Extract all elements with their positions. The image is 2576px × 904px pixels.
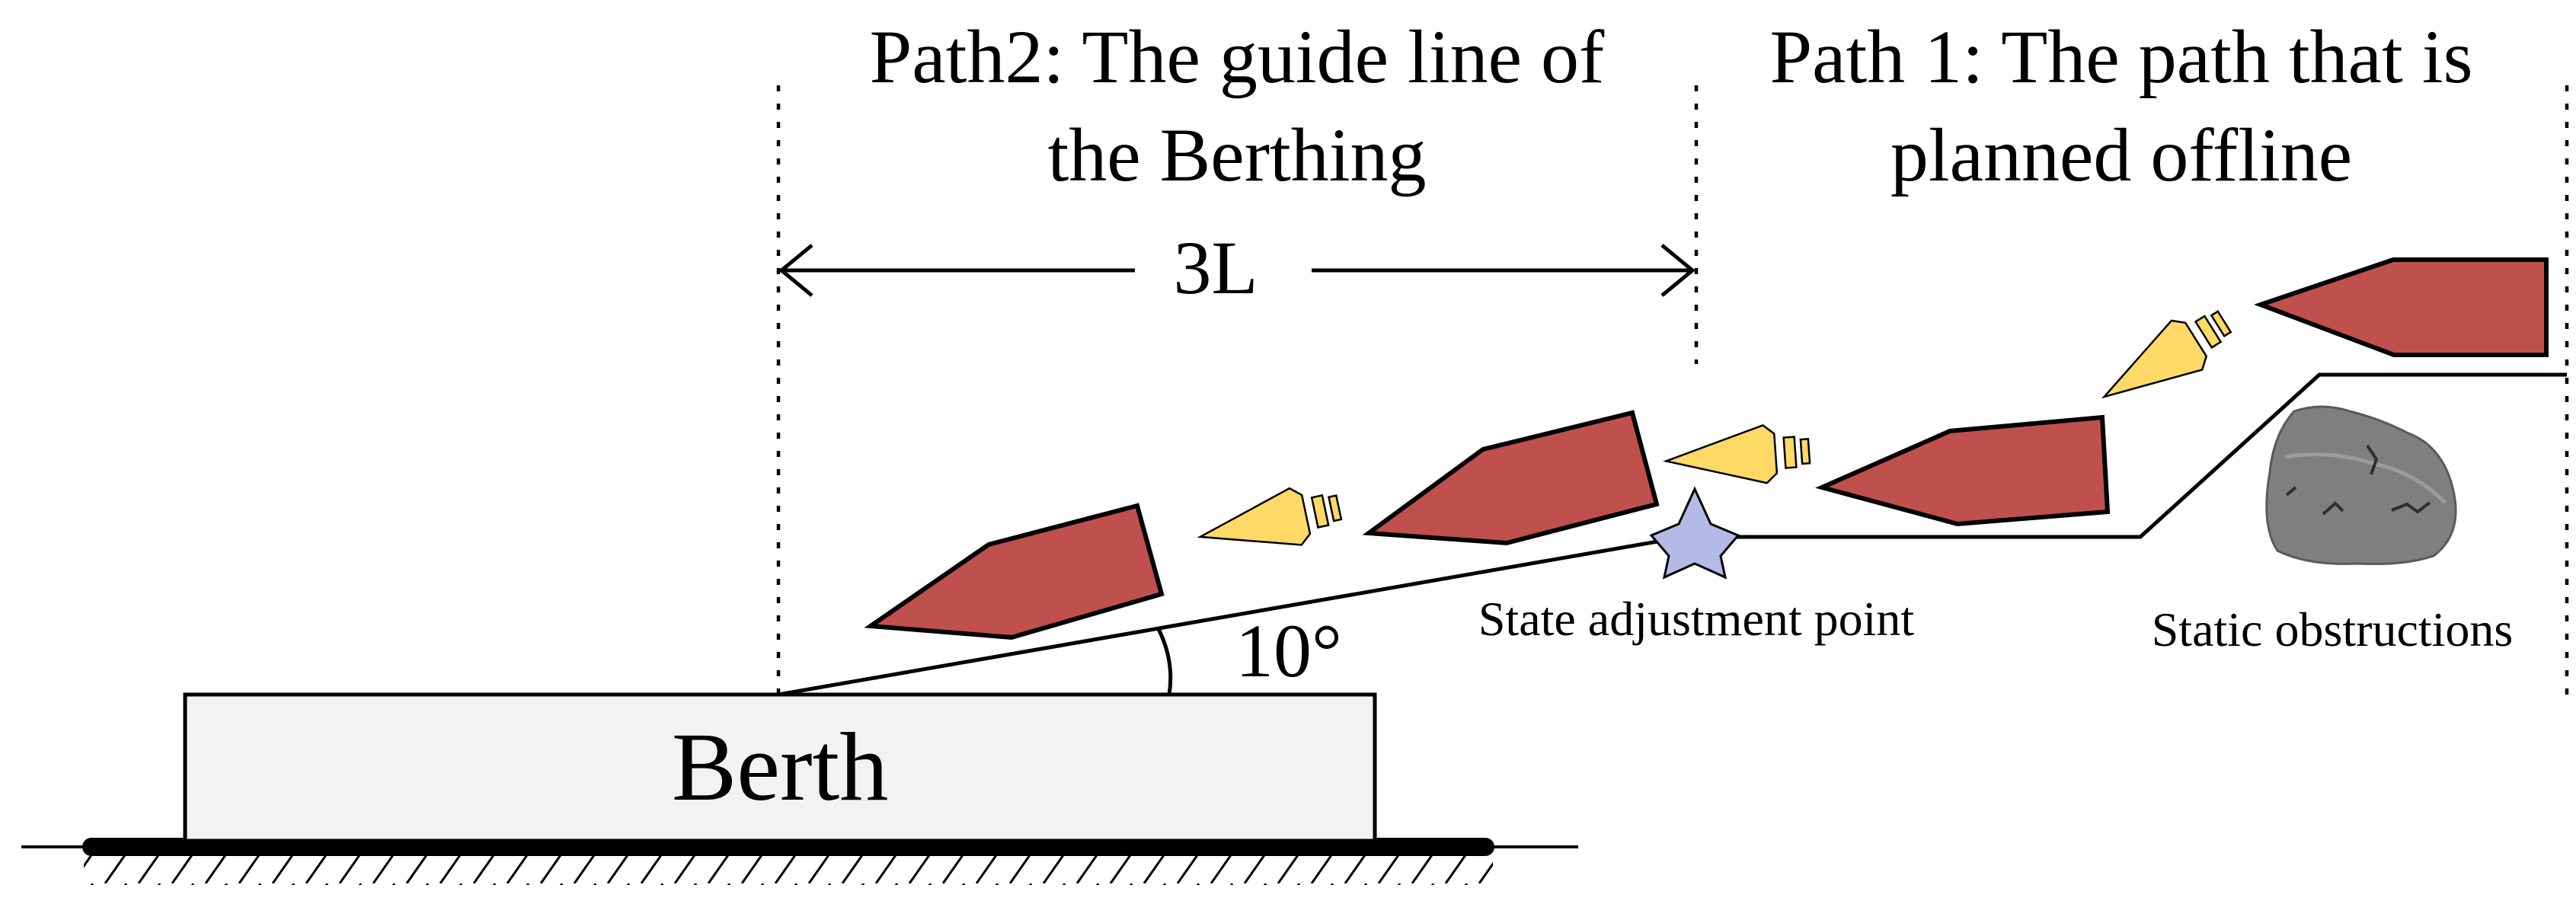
angle-marker: 10° — [1156, 609, 1342, 695]
arrow-left-icon — [2101, 310, 2232, 399]
ship-3 — [1815, 414, 2111, 527]
ship-2 — [1362, 410, 1660, 546]
path1-heading: Path 1: The path that is planned offline — [1769, 14, 2472, 197]
distance-marker: 3L — [778, 225, 1695, 310]
arrow-left-icon — [1197, 487, 1343, 546]
distance-label: 3L — [1173, 225, 1258, 310]
offline-path-line — [1697, 372, 2567, 539]
path1-heading-line2: planned offline — [1890, 113, 2352, 197]
path2-heading-line2: the Berthing — [1047, 113, 1426, 197]
berthing-guide-line — [778, 532, 1698, 697]
berth: Berth — [183, 692, 1377, 843]
rock-icon — [2265, 405, 2457, 566]
path2-heading: Path2: The guide line of the Berthing — [870, 14, 1605, 197]
path2-heading-line1: Path2: The guide line of — [870, 14, 1605, 99]
obstructions-label: Static obstructions — [2152, 602, 2514, 656]
berth-box — [183, 692, 1377, 843]
angle-label: 10° — [1235, 609, 1342, 693]
ship-1 — [864, 503, 1165, 640]
berth-label: Berth — [672, 713, 888, 821]
state-point-label: State adjustment point — [1478, 592, 1915, 646]
ground — [21, 838, 1578, 885]
path1-heading-line1: Path 1: The path that is — [1769, 14, 2472, 99]
arrow-left-icon — [1662, 424, 1811, 484]
star-icon — [1649, 486, 1740, 580]
ship-4 — [2254, 257, 2549, 357]
